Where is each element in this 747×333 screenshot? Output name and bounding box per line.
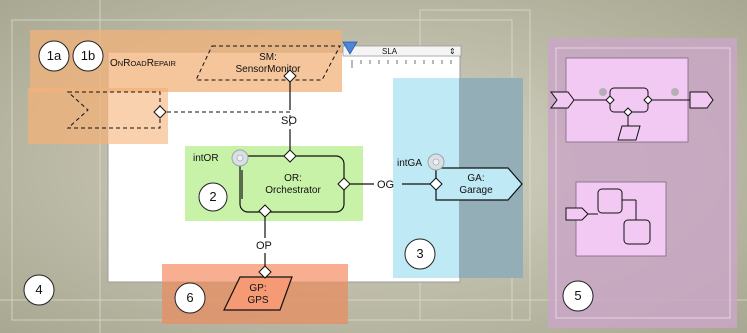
gp-port[interactable] [258, 265, 272, 279]
badge-6-text: 6 [186, 290, 193, 305]
badge-3-text: 3 [416, 246, 423, 261]
connector-op-label: OP [256, 240, 272, 252]
mini-top-port-dot-2 [671, 88, 679, 96]
purple-region-inner-frame [555, 47, 731, 319]
sla-slider-track[interactable] [342, 45, 462, 57]
badge-2: 2 [198, 182, 228, 212]
mini-bottom-process-2 [623, 219, 651, 245]
sla-ticks [351, 60, 452, 68]
badge-6: 6 [174, 282, 206, 314]
title-small-3: EPAIR [154, 59, 177, 68]
sm-port[interactable] [283, 69, 297, 83]
mini-bottom-in-chevron [565, 207, 589, 221]
badge-4: 4 [23, 274, 55, 306]
badge-1a-text: 1a [47, 48, 62, 63]
or-label-line1: OR: [284, 173, 302, 184]
sla-dropdown-arrows[interactable]: ⇕ [449, 47, 456, 56]
ga-label-line1: GA: [467, 173, 484, 184]
dashed-connector [160, 111, 291, 156]
connector-so-label: SO [281, 115, 297, 127]
mini-top-in-chevron [550, 91, 575, 109]
sm-label-line2: SensorMonitor [235, 64, 301, 75]
badge-4-text: 4 [35, 282, 42, 297]
gp-label-line1: GP: [249, 283, 266, 294]
badge-3: 3 [404, 238, 436, 270]
mini-bottom-process-1 [597, 188, 623, 214]
int-ga-icon-center [432, 158, 440, 166]
title-cap-1: O [110, 58, 118, 69]
ga-node[interactable] [435, 167, 523, 201]
or-port-top[interactable] [283, 149, 297, 163]
sla-slider[interactable]: SLA ⇕ [342, 41, 462, 68]
orange-region-highlight [108, 92, 168, 144]
mini-diagram-bottom [565, 188, 651, 245]
or-port-right[interactable] [337, 177, 351, 191]
or-label-line2: Orchestrator [265, 185, 321, 196]
badge-1b-text: 1b [81, 48, 95, 63]
mini-top-bottom-node [617, 125, 641, 141]
left-chevron-port[interactable] [153, 105, 167, 119]
badge-5-text: 5 [574, 288, 581, 303]
connector-og-label: OG [377, 179, 394, 191]
gp-label-line2: GPS [247, 295, 268, 306]
sla-slider-label: SLA [382, 47, 398, 56]
mini-top-port-dot-1 [599, 88, 607, 96]
gp-node[interactable] [223, 276, 293, 311]
sm-label-line1: SM: [259, 52, 277, 63]
badge-5: 5 [562, 280, 594, 312]
mini-top-out-chevron [689, 91, 714, 109]
badge-1b: 1b [72, 40, 104, 72]
mini-diagram-top [550, 87, 714, 141]
badge-1a: 1a [38, 40, 70, 72]
int-ga-label: intGA [397, 158, 422, 169]
int-or-label: intOR [193, 153, 219, 164]
ga-label-line2: Garage [459, 185, 493, 196]
int-or-icon-center [236, 154, 244, 162]
sla-slider-handle[interactable] [342, 41, 358, 55]
ga-port[interactable] [429, 177, 443, 191]
badge-2-text: 2 [209, 189, 216, 204]
title-cap-3: R [147, 58, 154, 69]
sm-node[interactable] [195, 45, 341, 81]
or-port-bottom[interactable] [258, 204, 272, 218]
title-small-1: N [118, 59, 123, 68]
title-cap-2: R [123, 58, 130, 69]
title-small-2: OAD [130, 59, 147, 68]
onroadrepair-title: ONROADREPAIR [110, 58, 176, 69]
